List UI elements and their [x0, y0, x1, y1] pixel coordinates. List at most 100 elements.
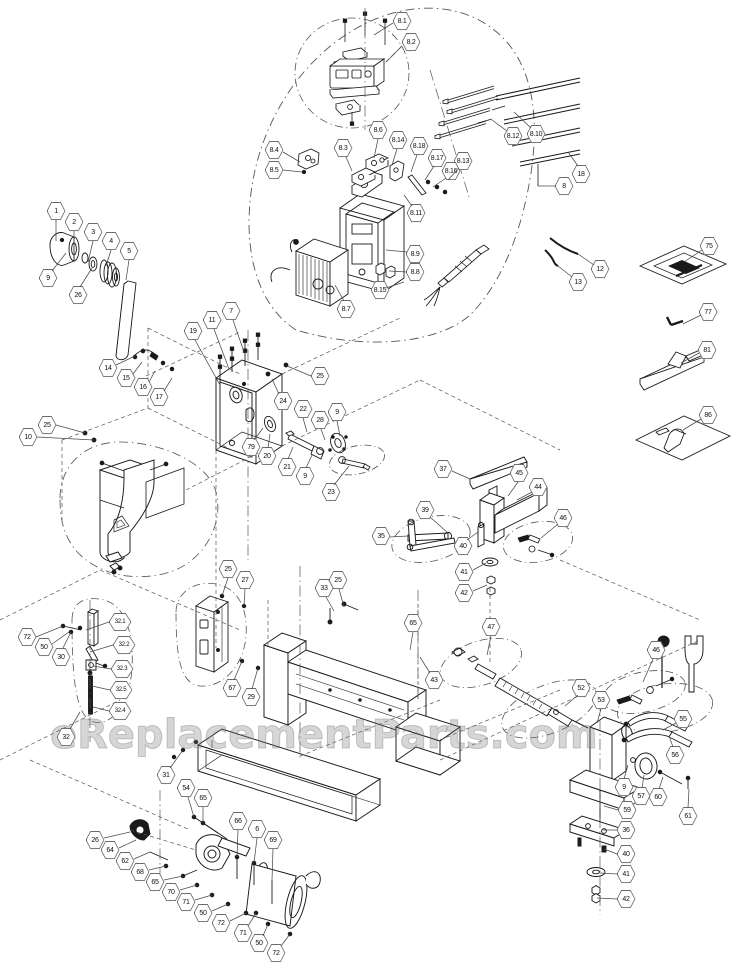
callout-9[interactable]: 9 [327, 402, 347, 422]
callout-46[interactable]: 46 [646, 640, 666, 660]
callout-32-4[interactable]: 32.4 [108, 701, 132, 721]
callout-26[interactable]: 26 [85, 830, 105, 850]
callout-16[interactable]: 16 [133, 377, 153, 397]
callout-68[interactable]: 68 [130, 862, 150, 882]
callout-6[interactable]: 6 [247, 819, 267, 839]
callout-15[interactable]: 15 [116, 368, 136, 388]
callout-8-15[interactable]: 8.15 [370, 280, 390, 300]
callout-65[interactable]: 65 [145, 872, 165, 892]
callout-28[interactable]: 28 [310, 410, 330, 430]
callout-8-10[interactable]: 8.10 [526, 124, 546, 144]
callout-50[interactable]: 50 [249, 933, 269, 953]
callout-8-7[interactable]: 8.7 [336, 299, 356, 319]
callout-30[interactable]: 30 [51, 647, 71, 667]
callout-3[interactable]: 3 [83, 222, 103, 242]
callout-37[interactable]: 37 [433, 459, 453, 479]
callout-61[interactable]: 61 [678, 806, 698, 826]
callout-8[interactable]: 8 [554, 176, 574, 196]
callout-59[interactable]: 59 [617, 800, 637, 820]
callout-18[interactable]: 18 [571, 164, 591, 184]
callout-1[interactable]: 1 [46, 201, 66, 221]
callout-8-2[interactable]: 8.2 [401, 32, 421, 52]
callout-77[interactable]: 77 [698, 302, 718, 322]
callout-8-12[interactable]: 8.12 [503, 126, 523, 146]
callout-8-8[interactable]: 8.8 [405, 262, 425, 282]
callout-55[interactable]: 55 [673, 709, 693, 729]
callout-7[interactable]: 7 [221, 301, 241, 321]
callout-24[interactable]: 24 [273, 391, 293, 411]
callout-72[interactable]: 72 [17, 627, 37, 647]
callout-31[interactable]: 31 [156, 765, 176, 785]
callout-35[interactable]: 35 [371, 526, 391, 546]
callout-8-9[interactable]: 8.9 [405, 244, 425, 264]
callout-64[interactable]: 64 [100, 840, 120, 860]
callout-4[interactable]: 4 [101, 231, 121, 251]
callout-60[interactable]: 60 [648, 787, 668, 807]
callout-71[interactable]: 71 [176, 892, 196, 912]
callout-32-1[interactable]: 32.1 [108, 612, 132, 632]
callout-8-4[interactable]: 8.4 [264, 140, 284, 160]
callout-50[interactable]: 50 [193, 903, 213, 923]
callout-46[interactable]: 46 [553, 508, 573, 528]
callout-25[interactable]: 25 [218, 559, 238, 579]
callout-9[interactable]: 9 [295, 466, 315, 486]
callout-26[interactable]: 26 [68, 285, 88, 305]
callout-41[interactable]: 41 [454, 562, 474, 582]
callout-40[interactable]: 40 [453, 536, 473, 556]
callout-40[interactable]: 40 [616, 844, 636, 864]
callout-65[interactable]: 65 [403, 613, 423, 633]
callout-45[interactable]: 45 [509, 463, 529, 483]
callout-9[interactable]: 9 [38, 268, 58, 288]
callout-23[interactable]: 23 [321, 482, 341, 502]
callout-8-6[interactable]: 8.6 [368, 120, 388, 140]
callout-56[interactable]: 56 [665, 745, 685, 765]
callout-43[interactable]: 43 [424, 670, 444, 690]
callout-72[interactable]: 72 [211, 913, 231, 933]
callout-67[interactable]: 67 [222, 678, 242, 698]
callout-50[interactable]: 50 [34, 637, 54, 657]
callout-8-3[interactable]: 8.3 [333, 138, 353, 158]
callout-42[interactable]: 42 [616, 889, 636, 909]
callout-32[interactable]: 32 [56, 727, 76, 747]
callout-25[interactable]: 25 [310, 366, 330, 386]
callout-8-14[interactable]: 8.14 [388, 130, 408, 150]
callout-41[interactable]: 41 [616, 864, 636, 884]
callout-32-2[interactable]: 32.2 [112, 635, 136, 655]
callout-52[interactable]: 52 [571, 678, 591, 698]
callout-57[interactable]: 57 [631, 786, 651, 806]
callout-8-1[interactable]: 8.1 [392, 11, 412, 31]
callout-66[interactable]: 66 [228, 811, 248, 831]
callout-10[interactable]: 10 [18, 427, 38, 447]
callout-75[interactable]: 75 [699, 236, 719, 256]
callout-9[interactable]: 9 [614, 777, 634, 797]
callout-72[interactable]: 72 [266, 943, 286, 963]
callout-8-5[interactable]: 8.5 [264, 160, 284, 180]
callout-22[interactable]: 22 [293, 399, 313, 419]
callout-71[interactable]: 71 [233, 923, 253, 943]
callout-70[interactable]: 70 [161, 882, 181, 902]
callout-14[interactable]: 14 [98, 358, 118, 378]
callout-8-17[interactable]: 8.17 [427, 148, 447, 168]
callout-39[interactable]: 39 [415, 500, 435, 520]
callout-12[interactable]: 12 [590, 259, 610, 279]
callout-8-11[interactable]: 8.11 [406, 203, 426, 223]
callout-86[interactable]: 86 [698, 405, 718, 425]
callout-20[interactable]: 20 [257, 446, 277, 466]
callout-17[interactable]: 17 [149, 387, 169, 407]
callout-11[interactable]: 11 [202, 310, 222, 330]
callout-79[interactable]: 79 [241, 437, 261, 457]
callout-19[interactable]: 19 [183, 321, 203, 341]
callout-62[interactable]: 62 [115, 851, 135, 871]
callout-25[interactable]: 25 [37, 415, 57, 435]
callout-21[interactable]: 21 [277, 457, 297, 477]
callout-53[interactable]: 53 [591, 690, 611, 710]
callout-33[interactable]: 33 [314, 578, 334, 598]
callout-5[interactable]: 5 [119, 241, 139, 261]
callout-47[interactable]: 47 [481, 617, 501, 637]
callout-69[interactable]: 69 [263, 830, 283, 850]
callout-13[interactable]: 13 [568, 272, 588, 292]
callout-32-5[interactable]: 32.5 [109, 680, 133, 700]
callout-27[interactable]: 27 [235, 570, 255, 590]
callout-36[interactable]: 36 [616, 820, 636, 840]
callout-32-3[interactable]: 32.3 [110, 659, 134, 679]
